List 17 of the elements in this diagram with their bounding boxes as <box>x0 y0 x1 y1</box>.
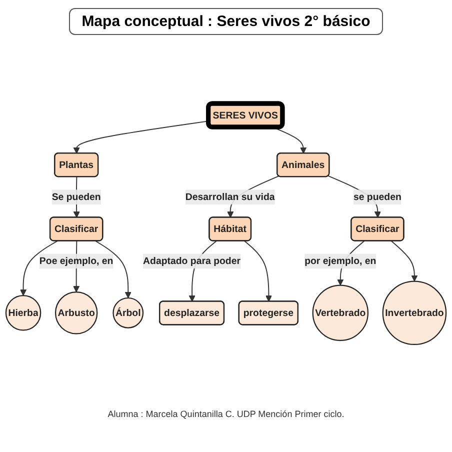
arrow <box>390 240 418 282</box>
edge-label: Desarrollan su vida <box>185 191 275 202</box>
edge-label: Poe ejemplo, en <box>39 255 114 266</box>
edge-label: Se pueden <box>52 191 101 202</box>
author-note: Alumna : Marcela Quintanilla C. UDP Mención Primer ciclo. <box>106 409 346 419</box>
node-circle: Vertebrado <box>312 284 368 341</box>
arrow <box>244 240 272 302</box>
arrow <box>95 240 132 298</box>
edge-label: Adaptado para poder <box>143 255 241 266</box>
title: Mapa conceptual : Seres vivos 2° básico <box>68 8 384 35</box>
arrow <box>20 240 58 296</box>
edge-label: por ejemplo, en <box>304 255 376 266</box>
node-circle: Invertebrado <box>382 280 447 346</box>
node-circle: Hierba <box>5 295 42 331</box>
node-circle: Arbusto <box>54 292 98 334</box>
node-circle: Árbol <box>112 297 144 328</box>
edge-label: se pueden <box>353 191 402 202</box>
